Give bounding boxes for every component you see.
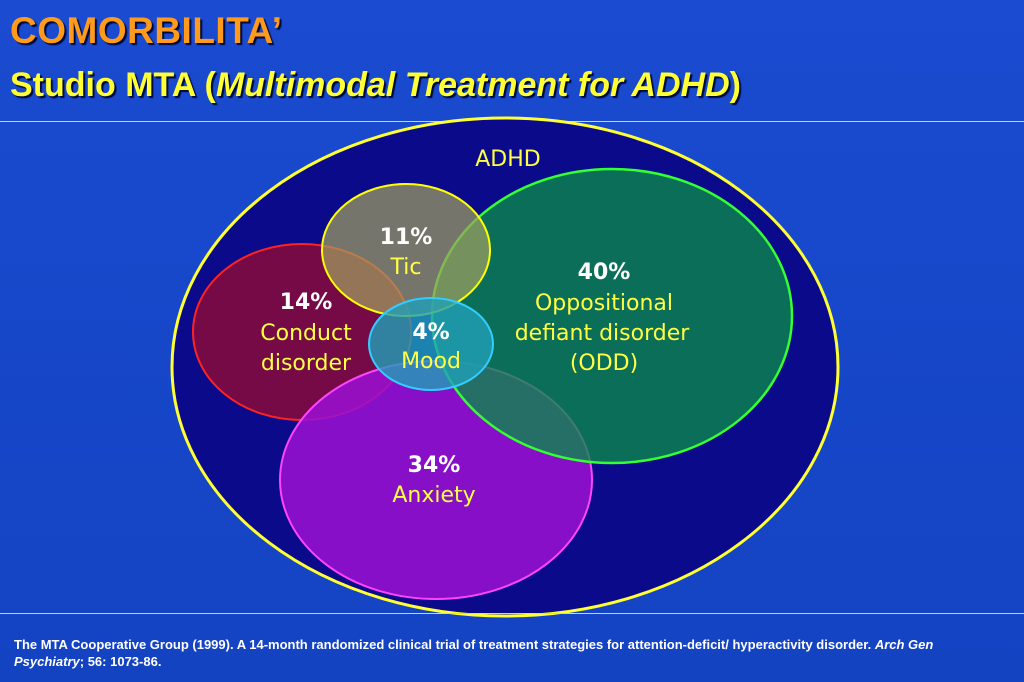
odd-percent: 40% xyxy=(578,260,631,285)
subtitle-suffix: ) xyxy=(729,66,741,104)
anxiety-label: Anxiety xyxy=(392,483,475,508)
slide-subtitle: Studio MTA (Multimodal Treatment for ADH… xyxy=(10,66,741,105)
tic-ellipse xyxy=(321,183,491,317)
subtitle-prefix: Studio MTA ( xyxy=(10,66,216,104)
conduct-percent: 14% xyxy=(280,290,333,315)
odd-label-line-3: (ODD) xyxy=(570,351,638,376)
slide-title: COMORBILITA’ xyxy=(10,10,283,51)
subtitle-italic: Multimodal Treatment for ADHD xyxy=(215,66,730,104)
adhd-label: ADHD xyxy=(475,147,540,172)
mood-label: Mood xyxy=(401,349,461,374)
tic-label: Tic xyxy=(390,255,422,280)
bottom-divider xyxy=(0,613,1024,614)
reference-volume: ; 56: 1073-86. xyxy=(79,654,162,669)
conduct-label-line-2: disorder xyxy=(261,351,352,376)
conduct-label-line-1: Conduct xyxy=(260,321,352,346)
odd-label-line-2: defiant disorder xyxy=(515,321,691,346)
odd-ellipse xyxy=(430,167,794,465)
mood-percent: 4% xyxy=(412,320,449,345)
anxiety-percent: 34% xyxy=(408,453,461,478)
reference-journal: Arch Gen Psychiatry xyxy=(14,637,934,669)
reference-text: The MTA Cooperative Group (1999). A 14-m… xyxy=(14,637,875,652)
tic-percent: 11% xyxy=(380,225,433,250)
mood-ellipse xyxy=(368,297,494,391)
odd-label-line-1: Oppositional xyxy=(535,291,673,316)
reference-citation: The MTA Cooperative Group (1999). A 14-m… xyxy=(14,636,1004,670)
